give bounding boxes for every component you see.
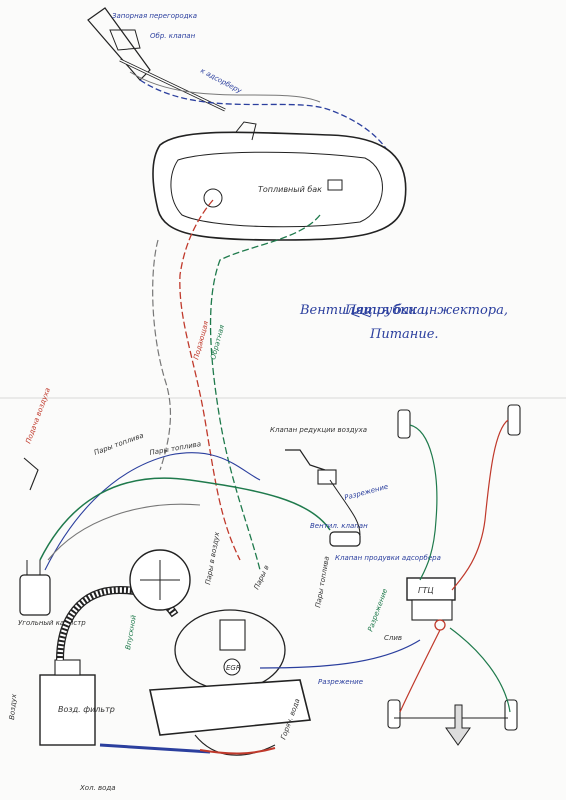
air-supply-label: Подача воздуха (24, 387, 52, 445)
title-arrows-left: << (350, 307, 372, 322)
vapors-in-label: Пары в (253, 564, 271, 591)
cold-water-label: Хол. вода (79, 784, 116, 792)
brake-line-fr (451, 419, 509, 591)
hot-water-line (199, 747, 276, 755)
cold-water-line (99, 743, 211, 754)
vent-line-gray (129, 71, 321, 103)
vacuum-label-3: Разрежение (366, 588, 389, 633)
gtc-label: ГТЦ (418, 586, 434, 595)
brake-line-rl (399, 629, 441, 713)
engine-manifold (149, 609, 312, 756)
tank-block-label: Запорная перегородка (112, 12, 197, 20)
wheel-front-right (507, 404, 521, 436)
air-funnel (23, 457, 39, 491)
direction-arrow-icon (445, 704, 471, 746)
air-filter-label: Возд. фильтр (58, 705, 115, 714)
vacuum-line-1 (329, 479, 361, 536)
adsorber-purge-label: Клапан продувки адсорбера (335, 554, 441, 562)
vapors-line-1 (44, 452, 261, 571)
throttle-body (129, 549, 191, 611)
wheel-rear-right (504, 699, 518, 731)
reducer-valve (285, 449, 337, 485)
vapors-line-2 (39, 477, 331, 561)
air-filter (39, 659, 96, 746)
vacuum-label-1: Разрежение (343, 483, 389, 502)
fuel-vapors-label-3: Пары топлива (314, 556, 331, 609)
canister-label: Угольный канистр (18, 619, 86, 627)
feed-line (179, 199, 241, 561)
brake-line-fl (409, 424, 438, 581)
brake-line-rr (449, 627, 511, 713)
vapors-line-3 (47, 503, 201, 561)
vacuum-label-2: Разрежение (318, 678, 363, 686)
fuel-vapors-label-1: Пары топлива (93, 432, 145, 457)
return-label: Обратная (209, 324, 226, 361)
vacuum-line-2 (259, 639, 421, 669)
inlet-label: Впускной (124, 614, 138, 650)
egr-label: EGR (226, 664, 241, 672)
egr-valve (223, 658, 241, 676)
title-line-2: Патрубки инжектора, (344, 303, 508, 318)
gtc-unit (406, 577, 456, 631)
gas-pipe (87, 7, 226, 112)
vent-valve (329, 531, 361, 547)
vapor-line-gray (152, 239, 172, 471)
feed-label: Подающая (192, 320, 210, 360)
wheel-rear-left (387, 699, 401, 729)
air-supply-hose-label: Воздух (8, 693, 18, 720)
return-line (209, 214, 321, 571)
check-valve-label: Обр. клапан (150, 32, 196, 40)
to-adsorber-label: к адсорберу (199, 67, 244, 96)
wheel-front-left (397, 409, 411, 439)
vent-valve-label: Вентил. клапан (310, 522, 368, 530)
title-line-3: Питание. (369, 327, 439, 342)
canister (19, 560, 51, 616)
fuel-tank (152, 121, 407, 241)
title-line-1: Вентиляция бака, (299, 303, 429, 318)
vapors-to-air-label: Пары в воздух (204, 531, 221, 586)
fuel-tank-label: Топливный бак (258, 185, 322, 194)
reducer-valve-label: Клапан редукции воздуха (270, 426, 367, 434)
drain-label: Слив (384, 634, 402, 642)
